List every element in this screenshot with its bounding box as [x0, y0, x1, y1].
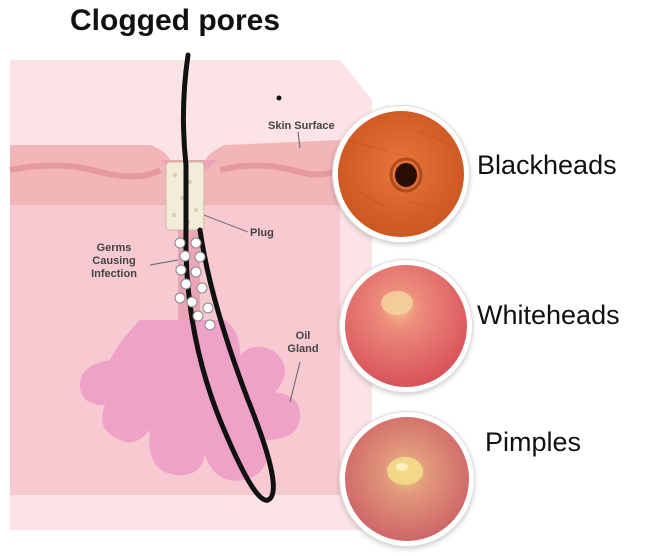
whitehead-bump [381, 291, 413, 315]
whitehead-photo [340, 260, 472, 392]
blackhead-spot [395, 163, 417, 187]
surface-dot [277, 96, 282, 101]
label-germs-line1: Germs [78, 242, 150, 255]
pimple-head [387, 457, 423, 485]
label-germs-line2: Causing [78, 255, 150, 268]
label-whiteheads: Whiteheads [477, 300, 620, 331]
label-plug: Plug [250, 227, 274, 240]
blackhead-photo [333, 106, 469, 242]
label-oil-line2: Gland [285, 343, 321, 356]
label-blackheads: Blackheads [477, 150, 617, 181]
label-oil-line1: Oil [285, 330, 321, 343]
label-pimples: Pimples [485, 427, 581, 458]
label-skin-surface: Skin Surface [268, 120, 335, 133]
label-oil-gland: Oil Gland [285, 330, 321, 356]
pimple-photo [340, 412, 474, 546]
label-germs-line3: Infection [78, 268, 150, 281]
label-germs: Germs Causing Infection [78, 242, 150, 281]
